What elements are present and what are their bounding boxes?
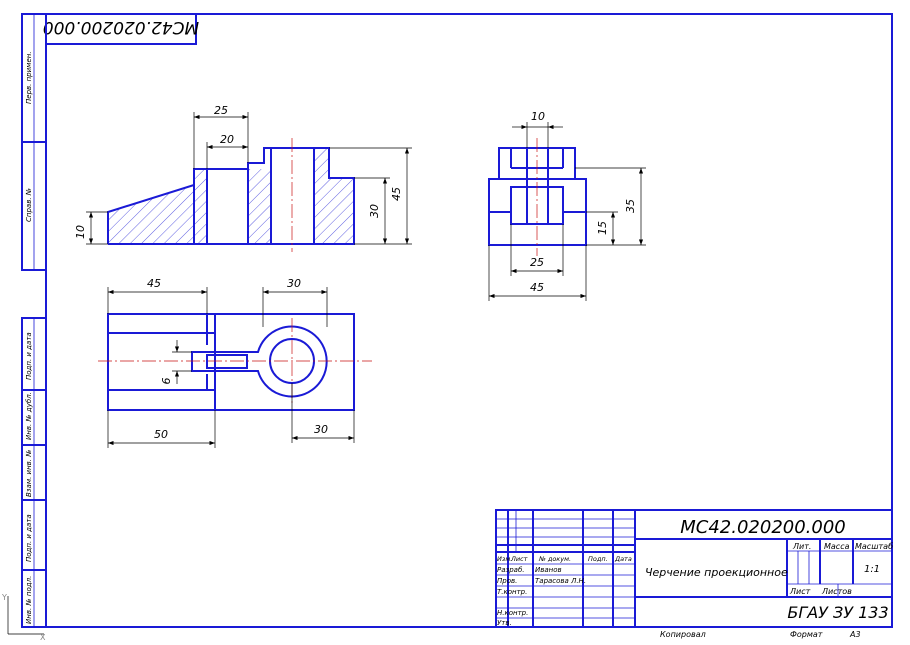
col-date: Дата bbox=[614, 555, 632, 563]
name-checker: Тарасова Л.Н. bbox=[535, 577, 586, 585]
sheets-label: Листов bbox=[821, 587, 852, 596]
side-label-1: Перв. примен. bbox=[25, 51, 33, 104]
role-tkontr: Т.контр. bbox=[497, 588, 527, 596]
dim-front-20: 20 bbox=[220, 133, 234, 146]
top-dimensions bbox=[107, 287, 355, 448]
scale-value: 1:1 bbox=[864, 564, 880, 575]
dim-top-45: 45 bbox=[147, 277, 161, 290]
format-label: Формат bbox=[790, 630, 823, 639]
side-strip bbox=[21, 13, 47, 628]
dim-side-45: 45 bbox=[530, 281, 544, 294]
col-izm: Изм. bbox=[497, 555, 512, 563]
title-block bbox=[495, 509, 893, 628]
dim-top-30a: 30 bbox=[287, 277, 301, 290]
side-label-7: Инв. № подл. bbox=[25, 576, 33, 624]
role-prov: Пров. bbox=[497, 577, 517, 585]
org-code: БГАУ ЗУ 133 bbox=[787, 603, 888, 622]
side-dimensions bbox=[488, 122, 646, 301]
dim-side-15: 15 bbox=[596, 221, 609, 235]
svg-text:X: X bbox=[40, 633, 46, 642]
dim-top-50: 50 bbox=[154, 428, 168, 441]
side-label-4: Инв. № дубл. bbox=[25, 392, 33, 440]
svg-text:Y: Y bbox=[1, 593, 7, 602]
front-view bbox=[107, 138, 355, 252]
col-doc: № докум. bbox=[538, 555, 571, 563]
lit-label: Лит. bbox=[792, 542, 811, 551]
front-dimensions bbox=[86, 112, 412, 245]
dim-side-35: 35 bbox=[624, 199, 637, 213]
dim-side-25: 25 bbox=[530, 256, 544, 269]
dim-front-25: 25 bbox=[214, 104, 228, 117]
scale-label: Масштаб bbox=[855, 542, 893, 551]
dim-side-10: 10 bbox=[531, 110, 545, 123]
dim-top-30b: 30 bbox=[314, 423, 328, 436]
dim-top-6: 6 bbox=[160, 378, 173, 385]
sheet-label: Лист bbox=[789, 587, 811, 596]
copied-label: Копировал bbox=[660, 630, 706, 639]
role-utv: Утв. bbox=[497, 619, 512, 627]
side-label-6: Подп. и дата bbox=[25, 514, 33, 562]
dim-front-30: 30 bbox=[368, 204, 381, 218]
rotated-designation: МС42.020200.000 bbox=[43, 17, 199, 37]
format-value: А3 bbox=[849, 630, 861, 639]
role-razrab: Разраб. bbox=[497, 566, 525, 574]
top-view bbox=[98, 313, 372, 411]
dim-front-45: 45 bbox=[390, 187, 403, 201]
side-label-2: Справ. № bbox=[25, 188, 33, 222]
side-label-5: Взам. инв. № bbox=[25, 449, 33, 497]
side-view bbox=[488, 138, 587, 256]
dim-front-10: 10 bbox=[74, 225, 87, 239]
col-list: Лист bbox=[510, 555, 528, 563]
name-developer: Иванов bbox=[535, 566, 562, 574]
role-nkontr: Н.контр. bbox=[497, 609, 528, 617]
origin-axes-icon: Y X bbox=[1, 593, 46, 642]
title-designation: МС42.020200.000 bbox=[680, 517, 846, 538]
side-label-3: Подп. и дата bbox=[25, 332, 33, 380]
mass-label: Масса bbox=[824, 542, 850, 551]
drawing-title: Черчение проекционное bbox=[645, 566, 788, 579]
col-sign: Подп. bbox=[588, 555, 608, 563]
